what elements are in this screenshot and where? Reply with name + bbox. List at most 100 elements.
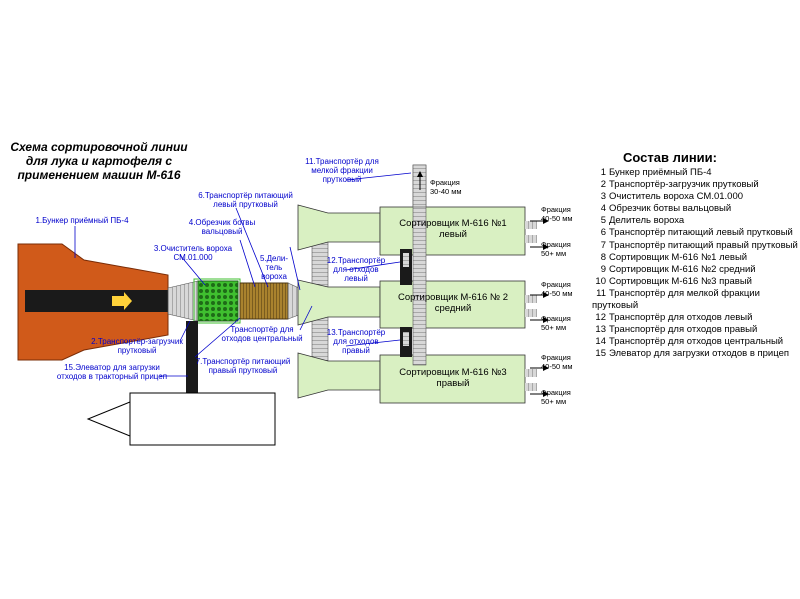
label-line: Фракция [541,353,571,362]
fraction-mid-label: Фракция 40-50 мм [541,353,573,371]
waste-conveyor-right-inner [403,332,409,346]
leader-line [239,239,256,288]
legend-item-number: 12 [595,312,606,324]
title-line: для лука и картофеля с [25,154,173,168]
legend-item-text: Транспортёр для отходов левый [609,312,753,324]
label-line: 12.Транспортёр [326,256,386,265]
legend-item-text: Бункер приёмный ПБ-4 [609,167,712,178]
legend-item-number: 15 [595,348,606,360]
label-line: 50+ мм [541,249,567,258]
label-line: Фракция [430,178,460,187]
legend-item-number: 8 [600,251,606,263]
chute [525,383,537,391]
sorter-2-hopper [297,279,381,326]
fraction-large-label: Фракция 50+ мм [541,388,571,406]
sorter-3-hopper [297,352,381,399]
sorter-2-body [379,280,526,329]
label-line: 5.Дели- [259,254,289,263]
label-line: 1.Бункер приёмный ПБ-4 [35,216,129,225]
chute [525,369,537,377]
label-line: 15.Элеватор для загрузки [64,363,160,372]
label-line: 11.Транспортёр для [305,157,379,166]
label-line: прутковый [322,175,362,184]
legend-item-text: Сортировщик М-616 №2 средний [609,263,756,275]
label-line: 2.Транспортёр-загрузчик [91,337,183,346]
legend-item-text: Сортировщик М-616 №1 левый [609,251,748,263]
chute [525,235,537,243]
label-waste-right: 13.Транспортёр для отходов правый [318,328,394,355]
fraction-small-label: Фракция 30-40 мм [430,178,462,196]
leader-line [235,207,269,288]
legend-item-number: 10 [595,275,606,287]
label-line: Транспортёр для [230,325,294,334]
leader-line [299,305,313,331]
leader-line [345,172,412,181]
label-line: 30-40 мм [430,187,462,196]
label-line: 50+ мм [541,397,567,406]
label-waste-left: 12.Транспортёр для отходов левый [318,256,394,283]
label-line: Фракция [541,280,571,289]
fraction-mid-label: Фракция 40-50 мм [541,280,573,298]
label-hopper: 1.Бункер приёмный ПБ-4 [22,216,142,225]
label-feed-left: 6.Транспортёр питающий левый прутковый [188,191,303,209]
legend-item-number: 9 [600,263,606,275]
fraction-large-label: Фракция 50+ мм [541,240,571,258]
label-line: отходов в тракторный прицеп [56,372,168,381]
legend-item-text: Транспортёр для мелкой фракции прутковый [592,287,760,312]
legend-item-text: Транспортёр для отходов правый [609,324,758,336]
title-line: Схема сортировочной линии [10,140,188,154]
fraction-large-label: Фракция 50+ мм [541,314,571,332]
label-line: правый прутковый [208,366,278,375]
sorter-3 [297,352,526,404]
label-line: Фракция [541,314,571,323]
legend-item-text: Делитель вороха [609,215,685,227]
label-line: отходов центральный [221,334,303,343]
label-feed-right: 7.Транспортёр питающий правый прутковый [188,357,298,375]
label-divider: 5.Дели- тель вороха [252,254,296,281]
leader-line [289,246,301,291]
title-line: применением машин М-616 [17,168,181,182]
sorter-2 [297,279,526,329]
label-line: вальцовый [201,227,243,236]
label-line: для отходов [333,265,379,274]
fraction-mid-label: Фракция 40-50 мм [541,205,573,223]
label-line: Фракция [541,240,571,249]
label-loader: 2.Транспортёр-загрузчик прутковый [78,337,196,355]
sorter-1 [297,204,526,256]
legend-item-number: 5 [600,215,606,227]
leader-line [194,317,241,358]
label-line: 13.Транспортёр [326,328,386,337]
label-small-fraction-conveyor: 11.Транспортёр для мелкой фракции прутко… [300,157,384,184]
label-line: 4.Обрезчик ботвы [188,218,256,227]
label-cleaner: 3.Очиститель вороха СМ.01.000 [138,244,248,262]
hopper-belt [25,290,170,312]
label-line: 7.Транспортёр питающий [195,357,291,366]
label-line: для отходов [333,337,379,346]
label-central-waste: Транспортёр для отходов центральный [212,325,312,343]
legend-item-text: Очиститель вороха СМ.01.000 [609,191,744,203]
legend-item-number: 7 [600,239,606,251]
label-line: Сортировщик М-616 №1 [399,218,507,229]
leader-line [179,254,206,286]
sorter-3-label: Сортировщик М-616 №3 правый [384,367,522,389]
label-line: Фракция [541,205,571,214]
label-line: Сортировщик М-616 № 2 [397,292,509,303]
legend-item-text: Транспортёр для отходов центральный [609,336,784,348]
label-line: правый [436,378,470,389]
label-line: прутковый [117,346,157,355]
label-line: 6.Транспортёр питающий [198,191,293,200]
sorter-3-body [379,354,526,404]
label-line: СМ.01.000 [173,253,213,262]
label-line: 50+ мм [541,323,567,332]
label-line: тель [265,263,283,272]
leader-line [345,261,401,271]
legend-item-number: 4 [600,203,606,215]
label-line: левый [438,229,467,240]
